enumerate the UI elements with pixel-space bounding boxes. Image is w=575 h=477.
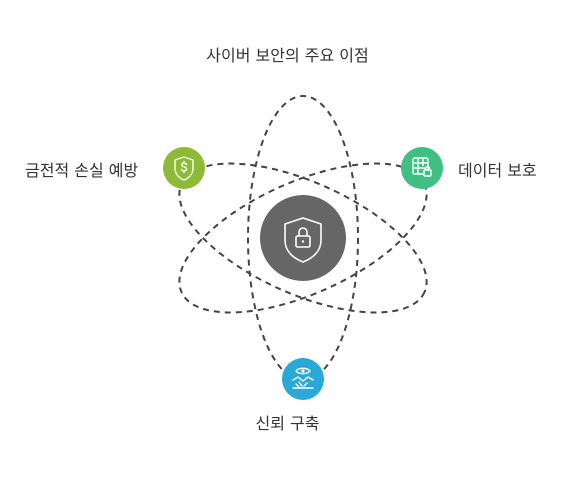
- label-financial-loss-prevention: 금전적 손실 예방: [25, 161, 139, 180]
- label-data-protection: 데이터 보호: [458, 161, 537, 180]
- diagram-title: 사이버 보안의 주요 이점: [206, 46, 369, 65]
- node-financial-loss-prevention: [163, 147, 205, 189]
- orbit-vertical: [247, 95, 359, 381]
- label-trust-building: 신뢰 구축: [255, 414, 320, 433]
- database-lock-icon: [412, 157, 432, 177]
- node-data-protection: [401, 147, 443, 189]
- handshake-eye-icon: [292, 367, 314, 389]
- center-node: [260, 195, 346, 281]
- node-trust-building: [282, 358, 324, 400]
- shield-dollar-icon: [174, 156, 194, 181]
- shield-lock-icon: [284, 217, 322, 263]
